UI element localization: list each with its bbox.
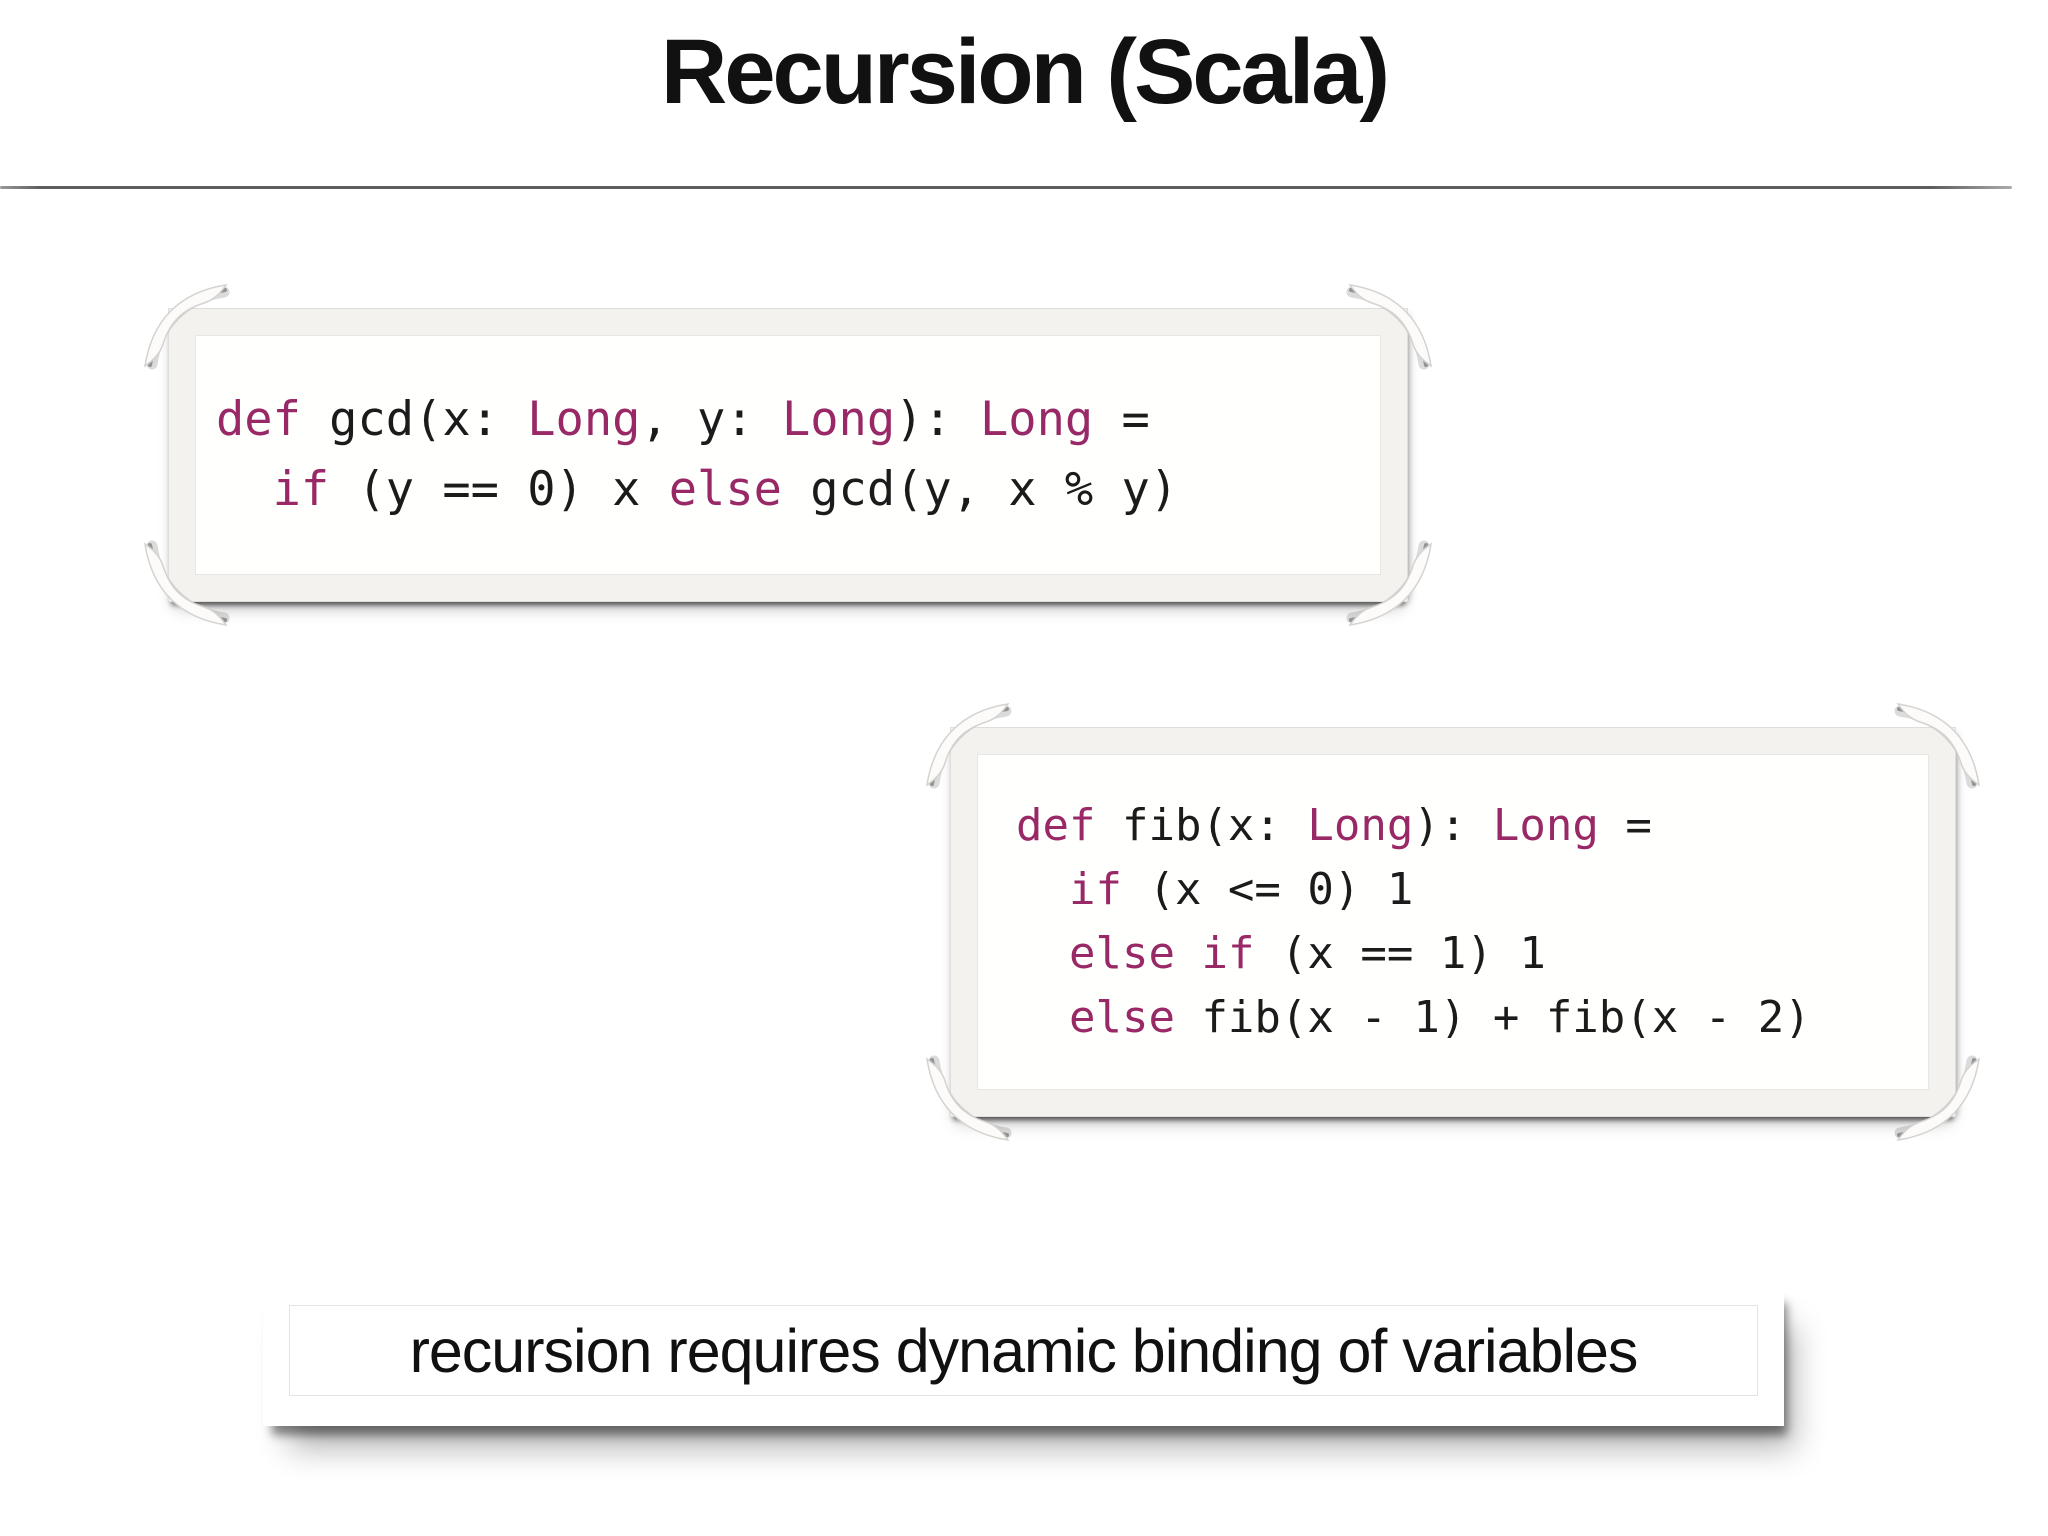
code-frame-inner: def gcd(x: Long, y: Long): Long = if (y …: [195, 335, 1381, 575]
code-box-gcd: def gcd(x: Long, y: Long): Long = if (y …: [143, 283, 1433, 627]
code-gcd: def gcd(x: Long, y: Long): Long = if (y …: [216, 392, 1179, 517]
note-text: recursion requires dynamic binding of va…: [409, 1316, 1639, 1385]
slide-title: Recursion (Scala): [660, 21, 1390, 123]
code-frame-inner: def fib(x: Long): Long = if (x <= 0) 1 e…: [977, 754, 1929, 1090]
title-divider: [0, 186, 2012, 189]
note-inner-border: recursion requires dynamic binding of va…: [289, 1305, 1758, 1396]
note-box: recursion requires dynamic binding of va…: [263, 1288, 1784, 1426]
code-box-fib: def fib(x: Long): Long = if (x <= 0) 1 e…: [925, 702, 1981, 1142]
code-fib: def fib(x: Long): Long = if (x <= 0) 1 e…: [1016, 800, 1811, 1043]
